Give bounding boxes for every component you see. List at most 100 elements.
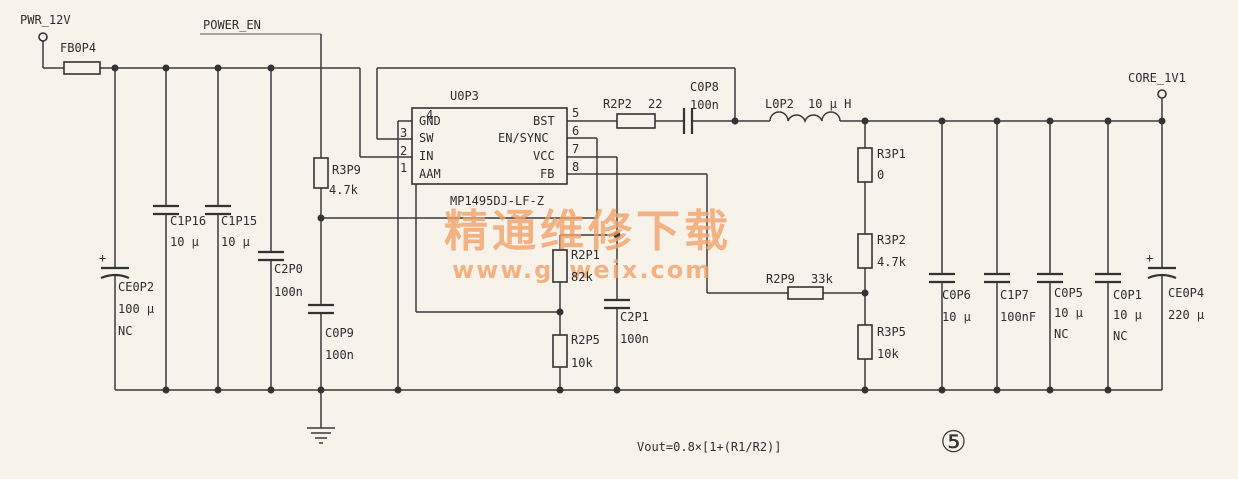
capacitor-c1p16: C1P16 10 μ bbox=[153, 204, 206, 249]
junction bbox=[394, 386, 402, 394]
ce0p2-ref: CE0P2 bbox=[118, 280, 154, 294]
resistor-body bbox=[787, 286, 824, 300]
polarity-plus-icon: + bbox=[99, 251, 106, 265]
resistor-r3p5: R3P5 10k bbox=[857, 324, 906, 361]
resistor-r3p1: R3P1 0 bbox=[857, 147, 906, 183]
core-1v1-label: CORE_1V1 bbox=[1128, 71, 1186, 85]
ferrite-bead-body bbox=[63, 61, 101, 75]
junction bbox=[214, 64, 222, 72]
r3p2-ref: R3P2 bbox=[877, 233, 906, 247]
c1p16-value: 10 μ bbox=[170, 235, 199, 249]
junction bbox=[214, 386, 222, 394]
resistor-body bbox=[857, 147, 873, 183]
ic-pin-name: AAM bbox=[419, 167, 441, 181]
resistor-r3p9: R3P9 4.7k bbox=[313, 157, 361, 197]
ic-pin-name: SW bbox=[419, 131, 434, 145]
resistor-r2p5: R2P5 10k bbox=[552, 333, 600, 370]
junction bbox=[317, 386, 325, 394]
c2p0-value: 100n bbox=[274, 285, 303, 299]
r2p2-value: 22 bbox=[648, 97, 662, 111]
pin-number-8: 8 bbox=[572, 160, 579, 174]
c2p1-value: 100n bbox=[620, 332, 649, 346]
c0p6-value: 10 μ bbox=[942, 310, 971, 324]
watermark-url: www.gzweix.com bbox=[452, 256, 712, 284]
resistor-body bbox=[552, 334, 568, 368]
c2p0-ref: C2P0 bbox=[274, 262, 303, 276]
resistor-r3p2: R3P2 4.7k bbox=[857, 233, 907, 269]
ferrite-bead-fb0p4: FB0P4 bbox=[60, 41, 101, 75]
junction bbox=[556, 386, 564, 394]
ic-ref: U0P3 bbox=[450, 89, 479, 103]
resistor-body bbox=[616, 113, 656, 129]
power-en-label: POWER_EN bbox=[203, 18, 261, 32]
junction bbox=[267, 64, 275, 72]
junction bbox=[162, 64, 170, 72]
c0p1-value: 10 μ bbox=[1113, 308, 1142, 322]
c0p5-value: 10 μ bbox=[1054, 306, 1083, 320]
junction bbox=[111, 64, 119, 72]
junction bbox=[1158, 117, 1166, 125]
pin-number-2: 2 bbox=[400, 144, 407, 158]
ic-pin-name: GND bbox=[419, 114, 441, 128]
resistor-body bbox=[552, 249, 568, 283]
junction bbox=[162, 386, 170, 394]
ic-u0p3: U0P3 MP1495DJ-LF-Z GND SW IN AAM 4 3 BST… bbox=[411, 89, 568, 208]
r3p5-ref: R3P5 bbox=[877, 325, 906, 339]
ic-pin-name: BST bbox=[533, 114, 555, 128]
r2p9-ref: R2P9 bbox=[766, 272, 795, 286]
c0p5-note: NC bbox=[1054, 327, 1068, 341]
c0p6-ref: C0P6 bbox=[942, 288, 971, 302]
r3p1-ref: R3P1 bbox=[877, 147, 906, 161]
l0p2-ref: L0P2 bbox=[765, 97, 794, 111]
r2p2-ref: R2P2 bbox=[603, 97, 632, 111]
c0p8-ref: C0P8 bbox=[690, 80, 719, 94]
junction bbox=[1104, 117, 1112, 125]
r2p5-value: 10k bbox=[571, 356, 593, 370]
pwr-12v-port bbox=[38, 32, 48, 42]
c2p1-ref: C2P1 bbox=[620, 310, 649, 324]
c0p1-note: NC bbox=[1113, 329, 1127, 343]
junction bbox=[861, 386, 869, 394]
pin-number-7: 7 bbox=[572, 142, 579, 156]
capacitor-c0p9: C0P9 100n bbox=[308, 303, 354, 362]
resistor-r2p9: R2P9 33k bbox=[766, 272, 833, 300]
junction bbox=[993, 386, 1001, 394]
resistor-r2p1: R2P1 82k bbox=[552, 248, 600, 284]
capacitor-c0p1: C0P1 10 μ NC bbox=[1095, 272, 1142, 343]
pin-number-5: 5 bbox=[572, 106, 579, 120]
ic-pin-number: 4 bbox=[426, 108, 433, 122]
capacitor-ce0p4: + CE0P4 220 μ bbox=[1146, 251, 1204, 322]
junction bbox=[317, 214, 325, 222]
junction bbox=[613, 386, 621, 394]
ic-pin-name: IN bbox=[419, 149, 433, 163]
junction bbox=[938, 386, 946, 394]
r2p1-ref: R2P1 bbox=[571, 248, 600, 262]
r3p9-value: 4.7k bbox=[329, 183, 359, 197]
pin-number-6: 6 bbox=[572, 124, 579, 138]
c1p7-ref: C1P7 bbox=[1000, 288, 1029, 302]
ce0p4-ref: CE0P4 bbox=[1168, 286, 1204, 300]
junction bbox=[613, 231, 621, 239]
fb0p4-ref: FB0P4 bbox=[60, 41, 96, 55]
c1p7-value: 100nF bbox=[1000, 310, 1036, 324]
figure-number: ⑤ bbox=[940, 425, 967, 460]
watermark-title: 精通维修下载 bbox=[444, 206, 732, 257]
c1p16-ref: C1P16 bbox=[170, 214, 206, 228]
ic-pin-name: EN/SYNC bbox=[498, 131, 549, 145]
wires bbox=[42, 33, 1163, 428]
r3p9-ref: R3P9 bbox=[332, 163, 361, 177]
ic-pin-name: VCC bbox=[533, 149, 555, 163]
junctions bbox=[111, 64, 1166, 394]
pin-number-3: 3 bbox=[400, 126, 407, 140]
c0p5-ref: C0P5 bbox=[1054, 286, 1083, 300]
pin-number-1: 1 bbox=[400, 161, 407, 175]
ic-pin-numbers: 4 3 IN 2 1 5 6 7 8 bbox=[400, 106, 579, 175]
capacitor-c1p7: C1P7 100nF bbox=[984, 272, 1036, 324]
junction bbox=[861, 117, 869, 125]
junction bbox=[861, 289, 869, 297]
resistor-body bbox=[313, 157, 329, 189]
inductor-l0p2: L0P2 10 μ H bbox=[765, 97, 851, 124]
ic-pin-name: FB bbox=[540, 167, 554, 181]
r2p5-ref: R2P5 bbox=[571, 333, 600, 347]
